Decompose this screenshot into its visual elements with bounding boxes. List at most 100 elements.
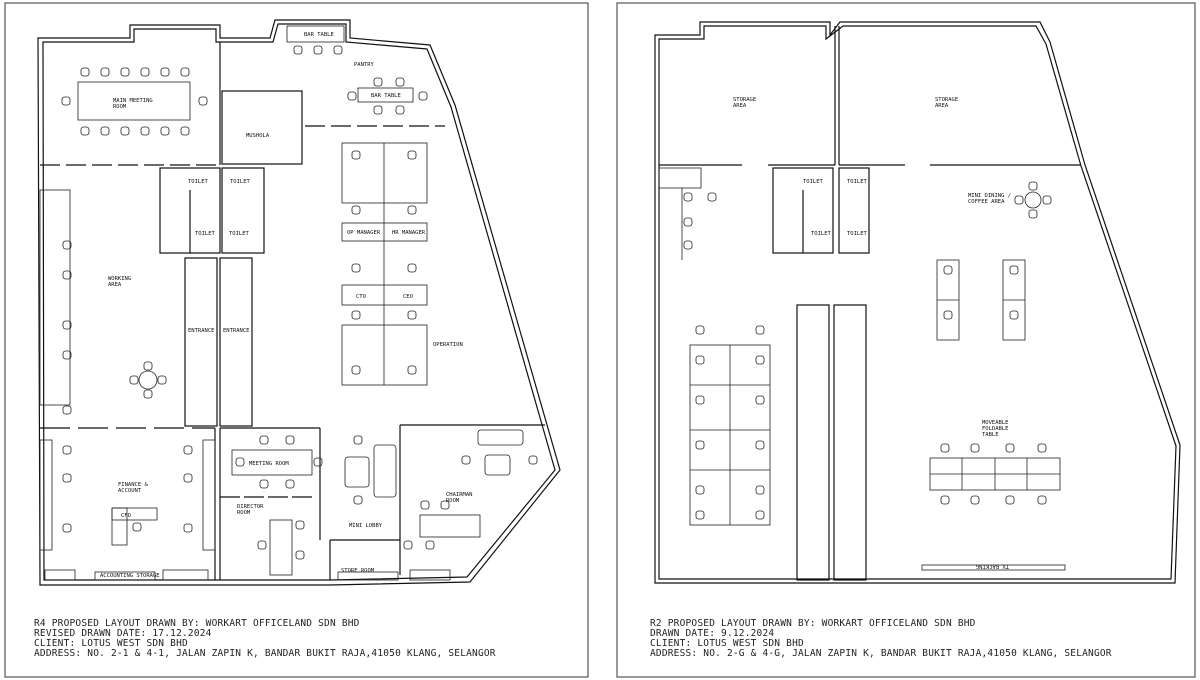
building-outline [37,19,561,586]
label-meeting-room: MEETING ROOM [249,461,289,467]
chair [353,435,363,445]
chair [183,445,193,455]
left-sheet-frame [4,2,589,678]
chair [120,67,130,77]
chair [140,67,150,77]
label-finance-account: FINANCE & [118,482,148,488]
label-main-meeting-room-2: ROOM [113,104,127,110]
label-accounting-storage: ACCOUNTING STORAGE [100,573,160,579]
label-ceo: CEO [403,294,413,300]
label-chairman-room: CHAIRMAN [446,492,473,498]
label-finance-account-2: ACCOUNT [118,488,142,494]
chair [313,457,323,467]
chair [62,405,72,415]
label-moveable-table-3: TABLE [982,432,999,438]
chairs [683,181,1052,520]
caption-line: CLIENT: LOTUS WEST SDN BHD [34,638,188,649]
label-cto: CTO [356,294,366,300]
chair [440,500,450,510]
label-toilet: TOILET [847,179,868,185]
chair [157,375,167,385]
label-bar-table: BAR TABLE [371,93,401,99]
chair [129,375,139,385]
label-director-room-2: ROOM [237,510,251,516]
chair [461,455,471,465]
label-moveable-table: MOVEABLE [982,420,1009,426]
chair [683,192,693,202]
title-block: R4 PROPOSED LAYOUT DRAWN BY: WORKART OFF… [34,618,496,659]
label-tv-racking: TV RACKING [976,563,1009,569]
chair [755,355,765,365]
label-main-meeting-room: MAIN MEETING [113,98,153,104]
r4-floor-plan: BAR TABLE PANTRY BAR TABLE MAIN MEETING … [34,19,561,659]
chair [1009,265,1019,275]
chair [140,126,150,136]
r2-floor-plan: STORAGE AREA STORAGE AREA TOILET TOILET … [650,21,1181,659]
chair [940,443,950,453]
caption-line: R4 PROPOSED LAYOUT DRAWN BY: WORKART OFF… [34,618,360,629]
label-toilet: TOILET [811,231,832,237]
chair [351,310,361,320]
chair [62,350,72,360]
chair [970,443,980,453]
building-outline [654,21,1181,584]
chair [180,67,190,77]
chair [62,523,72,533]
chair [695,325,705,335]
label-operation: OPERATION [433,342,463,348]
label-bar-table-top: BAR TABLE [304,32,334,38]
chair [407,205,417,215]
chair [940,495,950,505]
interior-walls [40,42,545,580]
label-entrance: ENTRANCE [223,328,250,334]
chair [293,45,303,55]
chair [943,310,953,320]
chair [407,310,417,320]
label-hr-manager: HR MANAGER [392,230,426,236]
chair [695,485,705,495]
label-toilet: TOILET [230,179,251,185]
chair [425,540,435,550]
chair [695,510,705,520]
chair [120,126,130,136]
chair [1037,443,1047,453]
chair [1005,495,1015,505]
label-toilet: TOILET [803,179,824,185]
chairs [61,45,538,560]
label-moveable-table-2: FOLDABLE [982,426,1009,432]
label-chairman-room-2: ROOM [446,498,460,504]
chair [695,395,705,405]
right-sheet-frame [616,2,1196,678]
label-toilet: TOILET [847,231,868,237]
chair [62,320,72,330]
label-coffee-area: COFFEE AREA [968,199,1005,205]
caption-line: CLIENT: LOTUS WEST SDN BHD [650,638,804,649]
chair [755,485,765,495]
label-toilet: TOILET [188,179,209,185]
chair [755,440,765,450]
chair [407,263,417,273]
label-entrance: ENTRANCE [188,328,215,334]
chair [683,217,693,227]
label-pantry: PANTRY [354,62,375,68]
chair [403,540,413,550]
label-storage-area: STORAGE [733,97,756,103]
title-block: R2 PROPOSED LAYOUT DRAWN BY: WORKART OFF… [650,618,1112,659]
chair [695,440,705,450]
label-op-manager: OP MANAGER [347,230,381,236]
chair [198,96,208,106]
chair [259,479,269,489]
chair [62,240,72,250]
chair [1037,495,1047,505]
label-storage-area: STORAGE [935,97,958,103]
chair [183,473,193,483]
label-cfo: CFO [121,513,131,519]
interior-walls [659,26,1081,581]
caption-line: DRAWN DATE: 9.12.2024 [650,628,774,639]
caption-line: REVISED DRAWN DATE: 17.12.2024 [34,628,212,639]
caption-line: ADDRESS: NO. 2-1 & 4-1, JALAN ZAPIN K, B… [34,648,496,659]
chair [80,67,90,77]
chair [259,435,269,445]
furniture [658,167,1066,571]
chair [295,520,305,530]
